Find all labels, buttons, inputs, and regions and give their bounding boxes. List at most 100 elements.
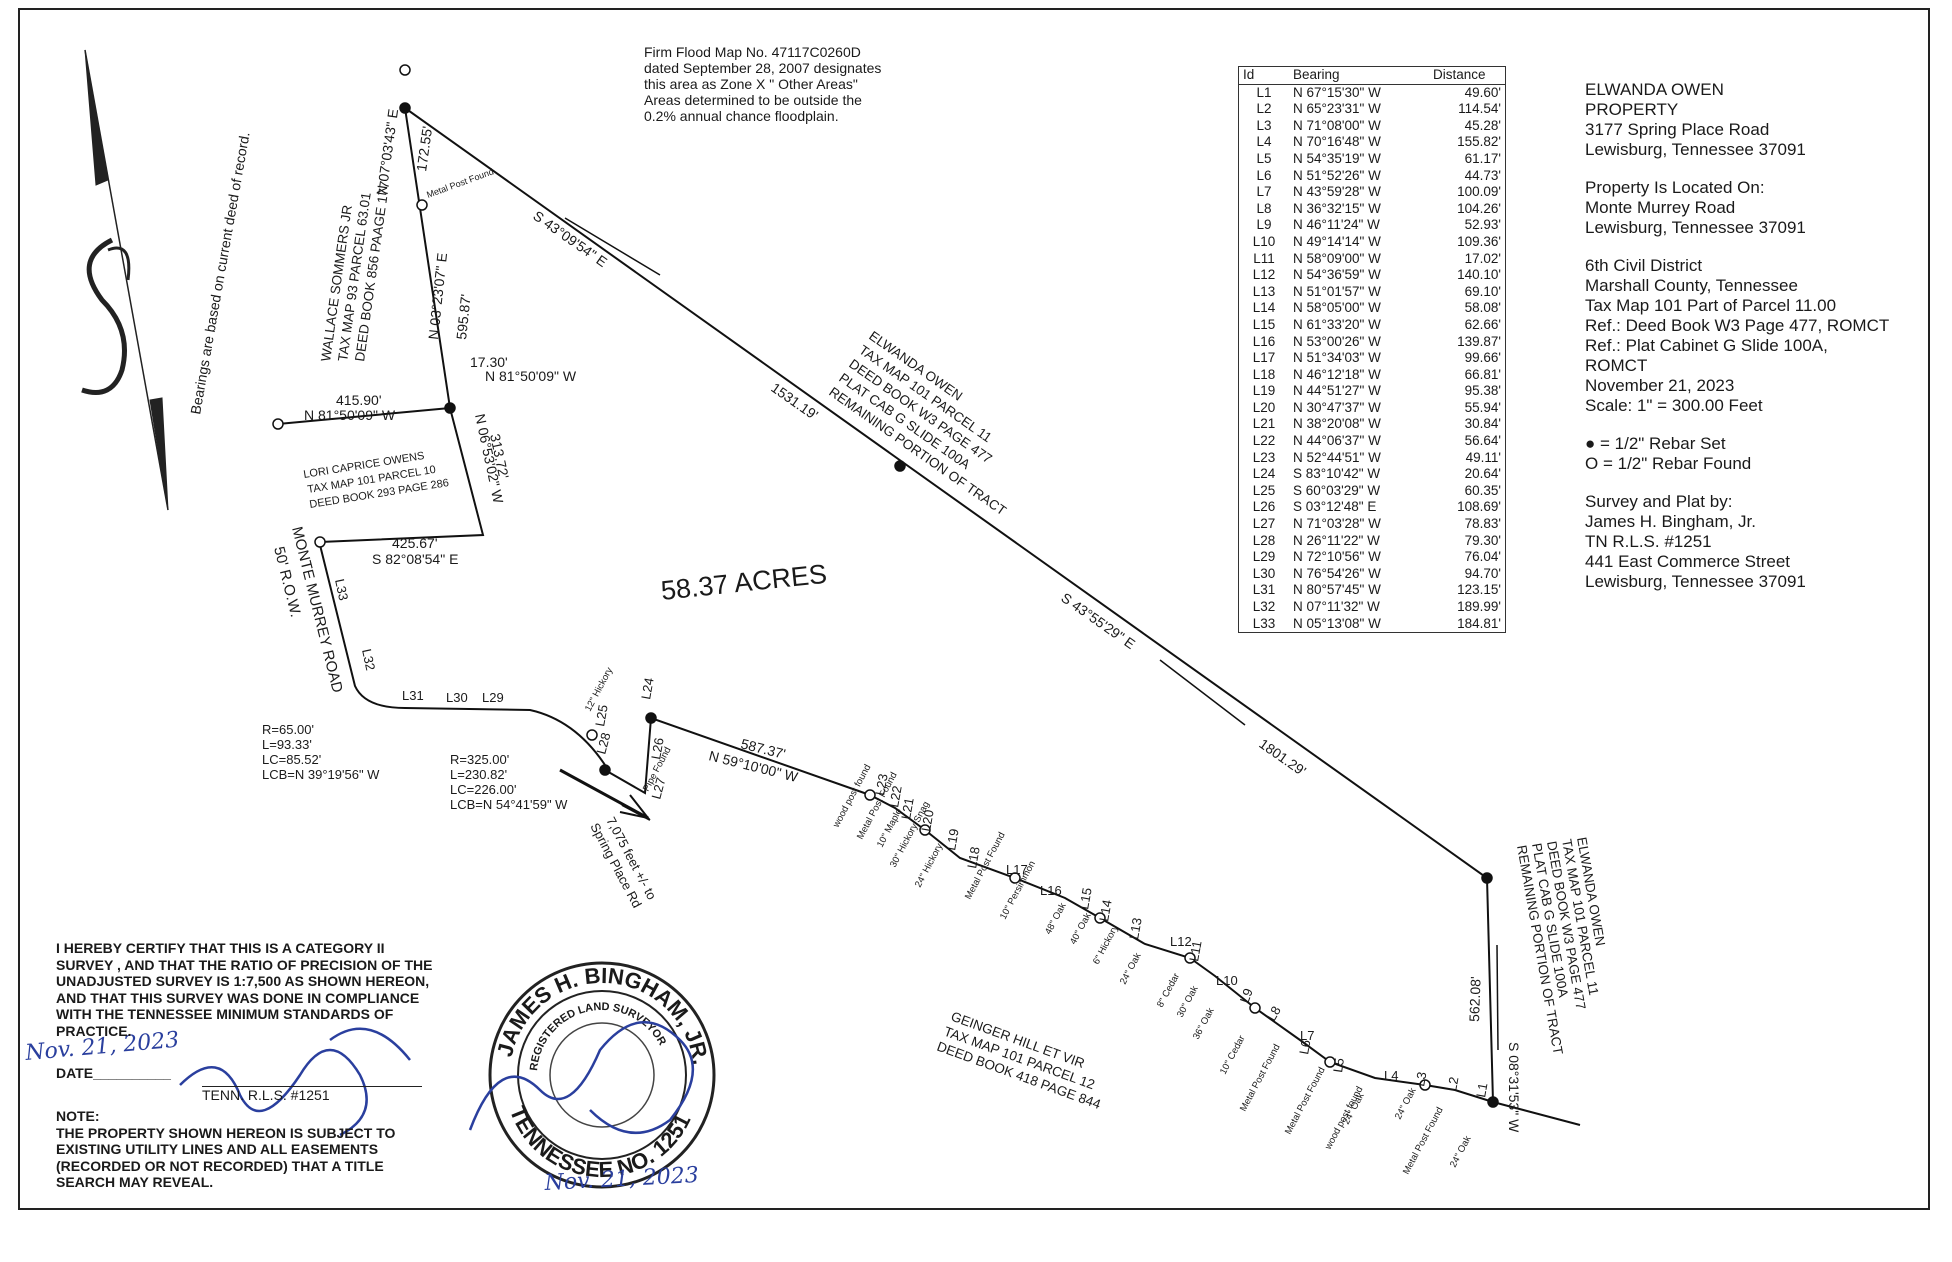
surveyor-line: Survey and Plat by:: [1585, 492, 1733, 511]
surveyor-line: James H. Bingham, Jr.: [1585, 512, 1757, 531]
signature-icon: [468, 1020, 695, 1135]
dimension-arrow: [564, 217, 661, 276]
property-line: 3177 Spring Place Road: [1585, 120, 1770, 139]
line-id: L6: [1256, 167, 1272, 183]
line-bearing: N 38°20'08" W: [1293, 416, 1381, 432]
seal-ring-text: REGISTERED LAND SURVEYOR: [528, 1001, 668, 1071]
tree-label: 10" Cedar: [1218, 1034, 1248, 1077]
tree-label: 24" Oak: [1118, 951, 1144, 986]
note-title: NOTE:: [56, 1108, 100, 1124]
line-id: L1: [1256, 84, 1272, 100]
line-label: L28: [593, 731, 613, 756]
svg-text:REGISTERED LAND SURVEYOR: REGISTERED LAND SURVEYOR: [528, 1001, 668, 1071]
line-label: L14: [1096, 899, 1115, 923]
curve1-bearing: LCB=N 39°19'56" W: [262, 767, 380, 782]
district-line: Ref.: Plat Cabinet G Slide 100A,: [1585, 336, 1828, 355]
line-distance: 52.93': [1464, 217, 1501, 233]
line-label: L21: [898, 797, 917, 821]
line-label: L13: [1126, 917, 1145, 941]
line-distance: 58.08': [1464, 300, 1501, 316]
line-label: L1: [1473, 1082, 1490, 1099]
line-bearing: N 53°00'26" W: [1293, 333, 1381, 349]
line-bearing: N 07°11'32" W: [1293, 599, 1380, 614]
line-distance: 55.94': [1464, 399, 1501, 415]
distance-north-top: 172.55': [413, 125, 435, 172]
line-id: L31: [1252, 582, 1276, 598]
acreage-label: 58.37 ACRES: [659, 559, 828, 606]
tree-label: 24" Oak: [1448, 1134, 1474, 1169]
line-id: L19: [1252, 383, 1276, 399]
line-bearing: N 67°15'30" W: [1293, 84, 1381, 100]
line-labels: L1L2L3L4L5L6L7L8L9L10L11L12L13L14L15L16L…: [332, 578, 1490, 1099]
line-bearing: N 58°05'00" W: [1293, 300, 1381, 316]
dimension-arrow: [1159, 659, 1246, 726]
line-id: L21: [1252, 416, 1276, 432]
line-id: L14: [1252, 300, 1276, 316]
distance-short: 17.30': [470, 354, 508, 370]
line-label: L22: [886, 785, 905, 809]
line-id: L15: [1252, 316, 1276, 332]
header-id: Id: [1238, 66, 1289, 85]
line-distance: 95.38': [1464, 383, 1501, 399]
seal-top-text: JAMES H. BINGHAM, JR.: [492, 963, 713, 1067]
curve1-chord: LC=85.52': [262, 752, 321, 767]
line-id: L22: [1252, 433, 1276, 449]
curve2-length: L=230.82': [450, 767, 507, 782]
line-bearing: N 65°23'31" W: [1293, 101, 1381, 117]
line-distance: 79.30': [1464, 532, 1501, 548]
line-bearing: N 44°06'37" W: [1293, 433, 1381, 449]
line-bearing: S 03°12'48" E: [1293, 499, 1377, 515]
tree-label: 48" Oak: [1043, 901, 1069, 936]
north-arrow-icon: [81, 49, 169, 511]
located-line: Monte Murrey Road: [1585, 198, 1736, 217]
tree-label: 24" Oak: [1393, 1086, 1419, 1121]
distance-owens-south: 425.67': [392, 535, 438, 551]
line-distance: 78.83': [1464, 516, 1501, 532]
line-id: L23: [1252, 449, 1276, 465]
surveyor-line: TN R.L.S. #1251: [1585, 532, 1712, 551]
tree-label: 36" Oak: [1191, 1006, 1217, 1041]
flood-note-line: 0.2% annual chance floodplain.: [644, 108, 839, 124]
signature-icon: [179, 1027, 411, 1137]
line-distance: 62.66': [1464, 316, 1501, 332]
note-block: NOTE: THE PROPERTY SHOWN HEREON IS SUBJE…: [56, 1108, 436, 1191]
line-distance: 45.28': [1464, 117, 1501, 133]
line-distance: 108.69': [1457, 499, 1501, 515]
certification-text: I HEREBY CERTIFY THAT THIS IS A CATEGORY…: [56, 940, 433, 1039]
line-distance: 99.66': [1464, 350, 1501, 366]
line-id: L32: [1252, 599, 1276, 614]
arrow-head-icon: [619, 794, 651, 820]
line-bearing: N 54°36'59" W: [1293, 267, 1381, 283]
line-bearing: N 43°59'28" W: [1293, 184, 1381, 200]
line-distance: 155.82': [1457, 134, 1501, 150]
bearing-short: N 81°50'09" W: [485, 368, 577, 384]
line-bearing: N 54°35'19" W: [1293, 150, 1381, 166]
line-bearing: N 49°14'14" W: [1293, 233, 1381, 249]
line-id: L28: [1252, 532, 1276, 548]
line-id: L27: [1252, 516, 1276, 532]
line-label: L24: [638, 677, 657, 701]
district-line: ROMCT: [1585, 356, 1648, 375]
flood-note-line: Firm Flood Map No. 47117C0260D: [644, 44, 861, 60]
line-label: L7: [1300, 1028, 1314, 1043]
curve1-radius: R=65.00': [262, 722, 314, 737]
line-bearing: N 51°34'03" W: [1293, 350, 1381, 366]
line-distance: 30.84': [1464, 416, 1501, 432]
flood-note-line: dated September 28, 2007 designates: [644, 60, 882, 76]
located-line: Property Is Located On:: [1585, 178, 1765, 197]
district-line: 6th Civil District: [1585, 256, 1703, 275]
line-label: L30: [446, 690, 468, 705]
district-line: Tax Map 101 Part of Parcel 11.00: [1585, 296, 1837, 315]
line-id: L9: [1256, 217, 1272, 233]
line-label: L23: [872, 773, 891, 797]
line-id: L10: [1252, 233, 1276, 249]
